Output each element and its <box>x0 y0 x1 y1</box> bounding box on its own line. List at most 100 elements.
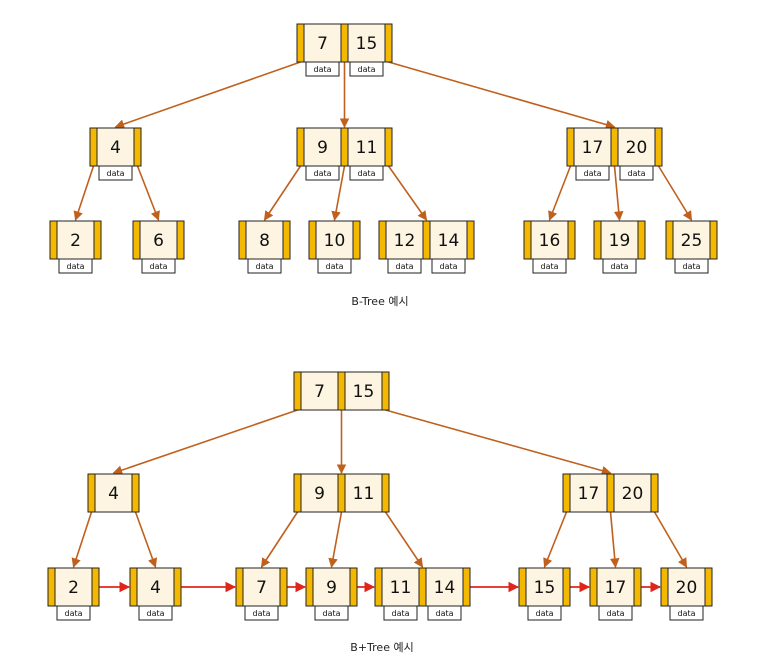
pointer-bar <box>131 473 140 513</box>
node-box <box>523 220 576 260</box>
tree-edge <box>548 165 572 221</box>
data-label: data <box>322 609 340 618</box>
pointer-bar <box>650 473 659 513</box>
pointer-bar <box>173 567 182 607</box>
pointer-bar <box>378 220 387 260</box>
data-box <box>58 258 93 274</box>
node-key: 2 <box>68 578 79 598</box>
tree-node: 4 <box>87 473 140 513</box>
data-box <box>527 605 562 621</box>
node-box <box>129 567 182 607</box>
pointer-bar <box>132 220 141 260</box>
pointer-bar <box>593 220 602 260</box>
pointer-bar <box>133 127 142 167</box>
node-key: 9 <box>326 578 337 598</box>
pointer-bar <box>422 220 431 260</box>
data-box <box>383 605 418 621</box>
data-box <box>575 165 610 181</box>
data-box <box>431 258 466 274</box>
node-key: 15 <box>353 382 375 402</box>
node-key: 7 <box>317 34 328 54</box>
node-key: 11 <box>390 578 412 598</box>
pointer-bar <box>606 473 615 513</box>
data-label: data <box>439 262 457 271</box>
pointer-bar <box>374 567 383 607</box>
data-box <box>602 258 637 274</box>
tree-edge <box>385 409 612 476</box>
pointer-bar <box>589 567 598 607</box>
data-box <box>598 605 633 621</box>
node-key: 11 <box>353 484 375 504</box>
node-key: 4 <box>110 138 121 158</box>
data-box <box>674 258 709 274</box>
data-label: data <box>395 262 413 271</box>
tree-edge <box>609 511 620 568</box>
pointer-bar <box>384 23 393 63</box>
data-label: data <box>583 169 601 178</box>
data-label: data <box>391 609 409 618</box>
data-box <box>244 605 279 621</box>
data-label: data <box>313 65 331 74</box>
node-key: 7 <box>256 578 267 598</box>
node-key: 25 <box>681 231 703 251</box>
pointer-bar <box>91 567 100 607</box>
pointer-bar <box>235 567 244 607</box>
data-box <box>305 61 340 77</box>
tree-edge <box>136 165 160 221</box>
node-key: 6 <box>153 231 164 251</box>
pointer-bar <box>176 220 185 260</box>
data-box <box>98 165 133 181</box>
node-key: 14 <box>434 578 456 598</box>
node-key: 20 <box>622 484 644 504</box>
pointer-bar <box>381 473 390 513</box>
data-label: data <box>252 609 270 618</box>
data-box <box>387 258 422 274</box>
node-key: 10 <box>324 231 346 251</box>
pointer-bar <box>47 567 56 607</box>
node-box <box>305 567 358 607</box>
data-box <box>349 61 384 77</box>
pointer-bar <box>129 567 138 607</box>
pointer-bar <box>523 220 532 260</box>
tree-edge <box>112 409 298 475</box>
tree-edge <box>387 165 428 221</box>
data-label: data <box>357 169 375 178</box>
tree-edge <box>263 165 302 221</box>
node-key: 11 <box>356 138 378 158</box>
node-key: 12 <box>394 231 416 251</box>
pointer-bar <box>349 567 358 607</box>
data-box <box>247 258 282 274</box>
data-box <box>138 605 173 621</box>
pointer-bar <box>562 567 571 607</box>
pointer-bar <box>637 220 646 260</box>
pointer-bar <box>296 23 305 63</box>
data-label: data <box>325 262 343 271</box>
node-box <box>308 220 361 260</box>
data-label: data <box>677 609 695 618</box>
node-box <box>47 567 100 607</box>
data-label: data <box>64 609 82 618</box>
bplustree-caption: B+Tree 예시 <box>350 641 413 654</box>
pointer-bar <box>518 567 527 607</box>
tree-node: 7 data <box>235 567 288 621</box>
data-label: data <box>540 262 558 271</box>
node-key: 20 <box>626 138 648 158</box>
pointer-bar <box>89 127 98 167</box>
data-label: data <box>149 262 167 271</box>
data-box <box>669 605 704 621</box>
pointer-bar <box>308 220 317 260</box>
tree-edge <box>73 165 95 221</box>
pointer-bar <box>562 473 571 513</box>
pointer-bar <box>381 371 390 411</box>
